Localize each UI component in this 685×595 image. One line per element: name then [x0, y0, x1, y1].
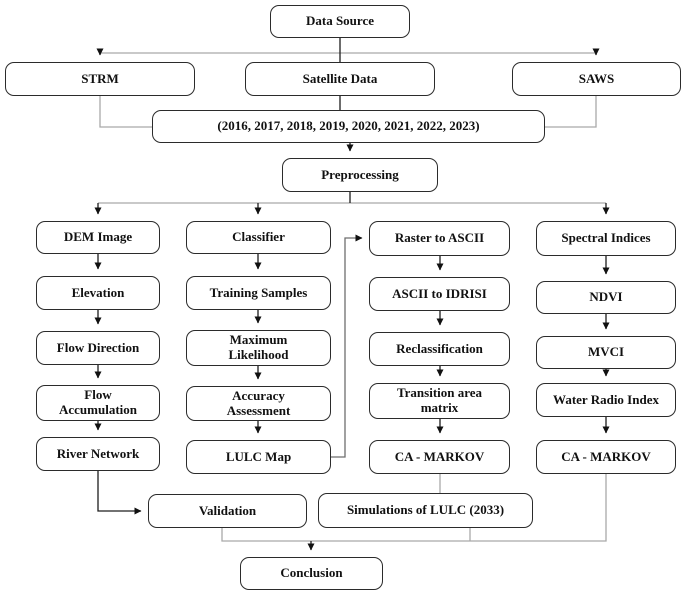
node-training-samples: Training Samples — [186, 276, 331, 310]
elbow-saws-to-years — [545, 96, 597, 128]
node-conclusion: Conclusion — [240, 557, 383, 590]
node-validation: Validation — [148, 494, 307, 528]
node-strm: STRM — [5, 62, 195, 96]
node-ca-markov-1: CA - MARKOV — [369, 440, 510, 474]
node-ascii-to-idrisi: ASCII to IDRISI — [369, 277, 510, 311]
elbow-strm-to-years — [99, 96, 152, 128]
node-mvci: MVCI — [536, 336, 676, 369]
node-classifier: Classifier — [186, 221, 331, 254]
feedback-lulcmap-to-raster — [331, 234, 363, 458]
node-elevation: Elevation — [36, 276, 160, 310]
node-years: (2016, 2017, 2018, 2019, 2020, 2021, 202… — [152, 110, 545, 143]
node-dem-image: DEM Image — [36, 221, 160, 254]
merge-line-bottom — [221, 474, 607, 542]
node-flow-direction: Flow Direction — [36, 331, 160, 365]
node-satellite-data: Satellite Data — [245, 62, 435, 96]
node-spectral-indices: Spectral Indices — [536, 221, 676, 256]
node-flow-accumulation: Flow Accumulation — [36, 385, 160, 421]
node-reclassification: Reclassification — [369, 332, 510, 366]
node-preprocessing: Preprocessing — [282, 158, 438, 192]
node-river-network: River Network — [36, 437, 160, 471]
node-ndvi: NDVI — [536, 281, 676, 314]
node-data-source: Data Source — [270, 5, 410, 38]
node-ca-markov-2: CA - MARKOV — [536, 440, 676, 474]
node-transition-area-matrix: Transition area matrix — [369, 383, 510, 419]
node-lulc-map: LULC Map — [186, 440, 331, 474]
node-water-radio-index: Water Radio Index — [536, 383, 676, 417]
node-simulations: Simulations of LULC (2033) — [318, 493, 533, 528]
node-saws: SAWS — [512, 62, 681, 96]
node-maximum-likelihood: Maximum Likelihood — [186, 330, 331, 366]
arrow-rivernetwork-to-validation — [97, 471, 142, 515]
node-raster-to-ascii: Raster to ASCII — [369, 221, 510, 256]
node-accuracy-assessment: Accuracy Assessment — [186, 386, 331, 421]
